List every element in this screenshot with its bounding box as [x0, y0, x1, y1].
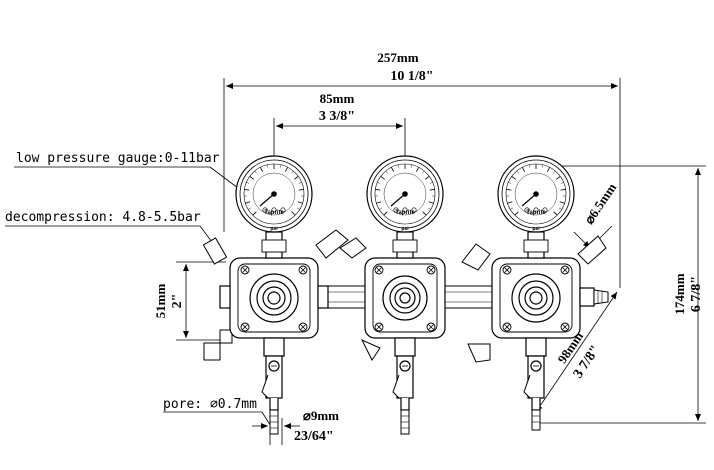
gauge-unit-left: psi	[270, 226, 278, 232]
overall-height-mm: 174mm	[672, 273, 687, 314]
dimension-lines	[5, 78, 706, 445]
regulator-assembly	[202, 155, 609, 435]
gauge-brand-right: Taprite	[526, 210, 546, 216]
spacing-in: 3 3/8"	[319, 109, 355, 124]
gauge-brand-left: Taprite	[264, 210, 284, 216]
overall-width-mm: 257mm	[377, 50, 418, 65]
low-pressure-gauge-label: low pressure gauge:0-11bar	[16, 151, 220, 166]
outlet-diameter-mm: ⌀9mm	[303, 408, 339, 423]
gauge-diameter: ⌀6.5mm	[581, 180, 619, 226]
overall-width-in: 10 1/8"	[390, 69, 433, 84]
pore-label: pore: ⌀0.7mm	[163, 397, 257, 412]
body-height-mm: 51mm	[153, 284, 168, 319]
body-height-in: 2"	[170, 294, 185, 309]
gauge-brand-mid: Taprite	[395, 210, 415, 216]
decompression-label: decompression: 4.8-5.5bar	[5, 210, 201, 225]
gauge-unit-mid: psi	[401, 226, 409, 232]
outlet-diameter-in: 23/64"	[294, 429, 334, 444]
gauge-face-labels: Taprite psi Taprite psi Taprite psi	[264, 210, 546, 232]
spacing-mm: 85mm	[320, 91, 355, 106]
gauge-unit-right: psi	[532, 226, 540, 232]
overall-height-in: 6 7/8"	[689, 276, 704, 312]
